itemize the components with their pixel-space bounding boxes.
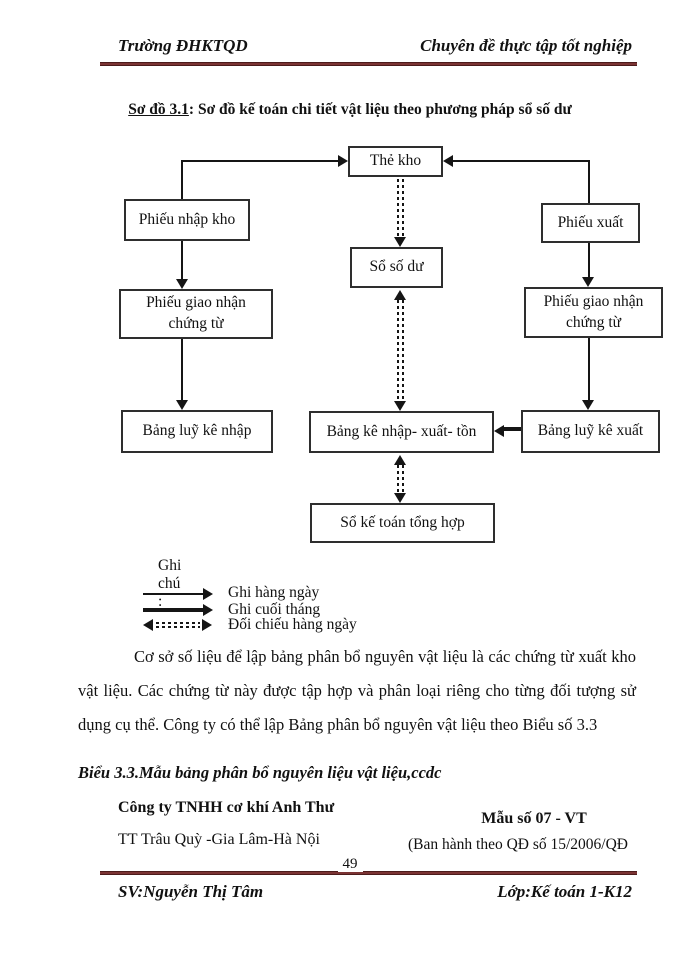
connector-line [588, 338, 590, 400]
dashed-connector [397, 179, 404, 236]
box-so-so-du: Sổ số dư [350, 247, 443, 288]
bieu-heading: Biểu 3.3.Mẫu bảng phân bổ nguyên liệu vậ… [78, 763, 442, 782]
arrowhead-left-icon [143, 619, 153, 631]
dashed-connector [397, 465, 404, 493]
diagram-title-text: : Sơ đồ kế toán chi tiết vật liệu theo p… [188, 101, 572, 118]
box-the-kho: Thẻ kho [348, 146, 443, 177]
box-so-ke-toan-tong-hop: Sổ kế toán tổng hợp [310, 503, 495, 543]
arrowhead-down-icon [394, 493, 406, 503]
diagram-title-number: Sơ đồ 3.1 [128, 101, 189, 118]
footer-student: SV:Nguyễn Thị Tâm [118, 882, 264, 901]
arrowhead-down-icon [394, 237, 406, 247]
double-line-connector [502, 427, 521, 431]
legend-double-arrow-icon [143, 608, 205, 612]
dashed-connector [397, 300, 404, 400]
arrowhead-down-icon [394, 401, 406, 411]
box-bang-luy-ke-xuat: Bảng luỹ kê xuất [521, 410, 660, 453]
connector-line [181, 160, 183, 199]
page-number: 49 [0, 856, 700, 873]
box-phieu-giao-nhan-right: Phiếu giao nhận chứng từ [524, 287, 663, 338]
arrowhead-down-icon [582, 277, 594, 287]
arrowhead-up-icon [394, 455, 406, 465]
arrowhead-right-icon [202, 619, 212, 631]
legend-label-month-end: Ghi cuối tháng [228, 601, 321, 618]
arrowhead-right-icon [338, 155, 348, 167]
body-paragraph: Cơ sở số liệu để lập bảng phân bổ nguyên… [78, 647, 636, 734]
box-phieu-giao-nhan-left: Phiếu giao nhận chứng từ [119, 289, 273, 339]
legend-title: Ghi chú : [158, 557, 182, 610]
box-bang-luy-ke-nhap: Bảng luỹ kê nhập [121, 410, 273, 453]
connector-line [181, 339, 183, 400]
form-code: Mẫu số 07 - VT [481, 810, 587, 827]
header-school: Trường ĐHKTQD [118, 36, 248, 55]
legend-label-reconcile: Đối chiếu hàng ngày [228, 616, 357, 633]
form-issued: (Ban hành theo QĐ số 15/2006/QĐ [408, 836, 628, 853]
arrowhead-down-icon [176, 400, 188, 410]
connector-line [453, 160, 590, 162]
connector-line [588, 243, 590, 277]
connector-line [181, 241, 183, 279]
box-phieu-nhap-kho: Phiếu nhập kho [124, 199, 250, 241]
header-rule [100, 62, 637, 66]
box-phieu-xuat: Phiếu xuất [541, 203, 640, 243]
company-address: TT Trâu Quỳ -Gia Lâm-Hà Nội [118, 831, 320, 848]
diagram-title: Sơ đồ 3.1: Sơ đồ kế toán chi tiết vật li… [0, 101, 700, 119]
company-name: Công ty TNHH cơ khí Anh Thư [118, 799, 335, 816]
footer-class: Lớp:Kế toán 1-K12 [497, 882, 632, 901]
arrowhead-up-icon [394, 290, 406, 300]
connector-line [588, 160, 590, 203]
header-subject: Chuyên đề thực tập tốt nghiệp [420, 36, 632, 55]
connector-line [181, 160, 338, 162]
arrowhead-left-icon [494, 425, 504, 437]
arrowhead-left-icon [443, 155, 453, 167]
arrowhead-down-icon [582, 400, 594, 410]
arrowhead-right-icon [203, 588, 213, 600]
box-bang-ke-nhap-xuat-ton: Bảng kê nhập- xuất- tồn [309, 411, 494, 453]
legend-label-daily: Ghi hàng ngày [228, 584, 320, 601]
footer-rule [100, 871, 637, 875]
legend-solid-arrow-icon [143, 593, 205, 595]
arrowhead-down-icon [176, 279, 188, 289]
legend-dashed-arrow-icon [156, 622, 200, 628]
form-block: Mẫu số 07 - VT (Ban hành theo QĐ số 15/2… [408, 810, 660, 854]
arrowhead-right-icon [203, 604, 213, 616]
